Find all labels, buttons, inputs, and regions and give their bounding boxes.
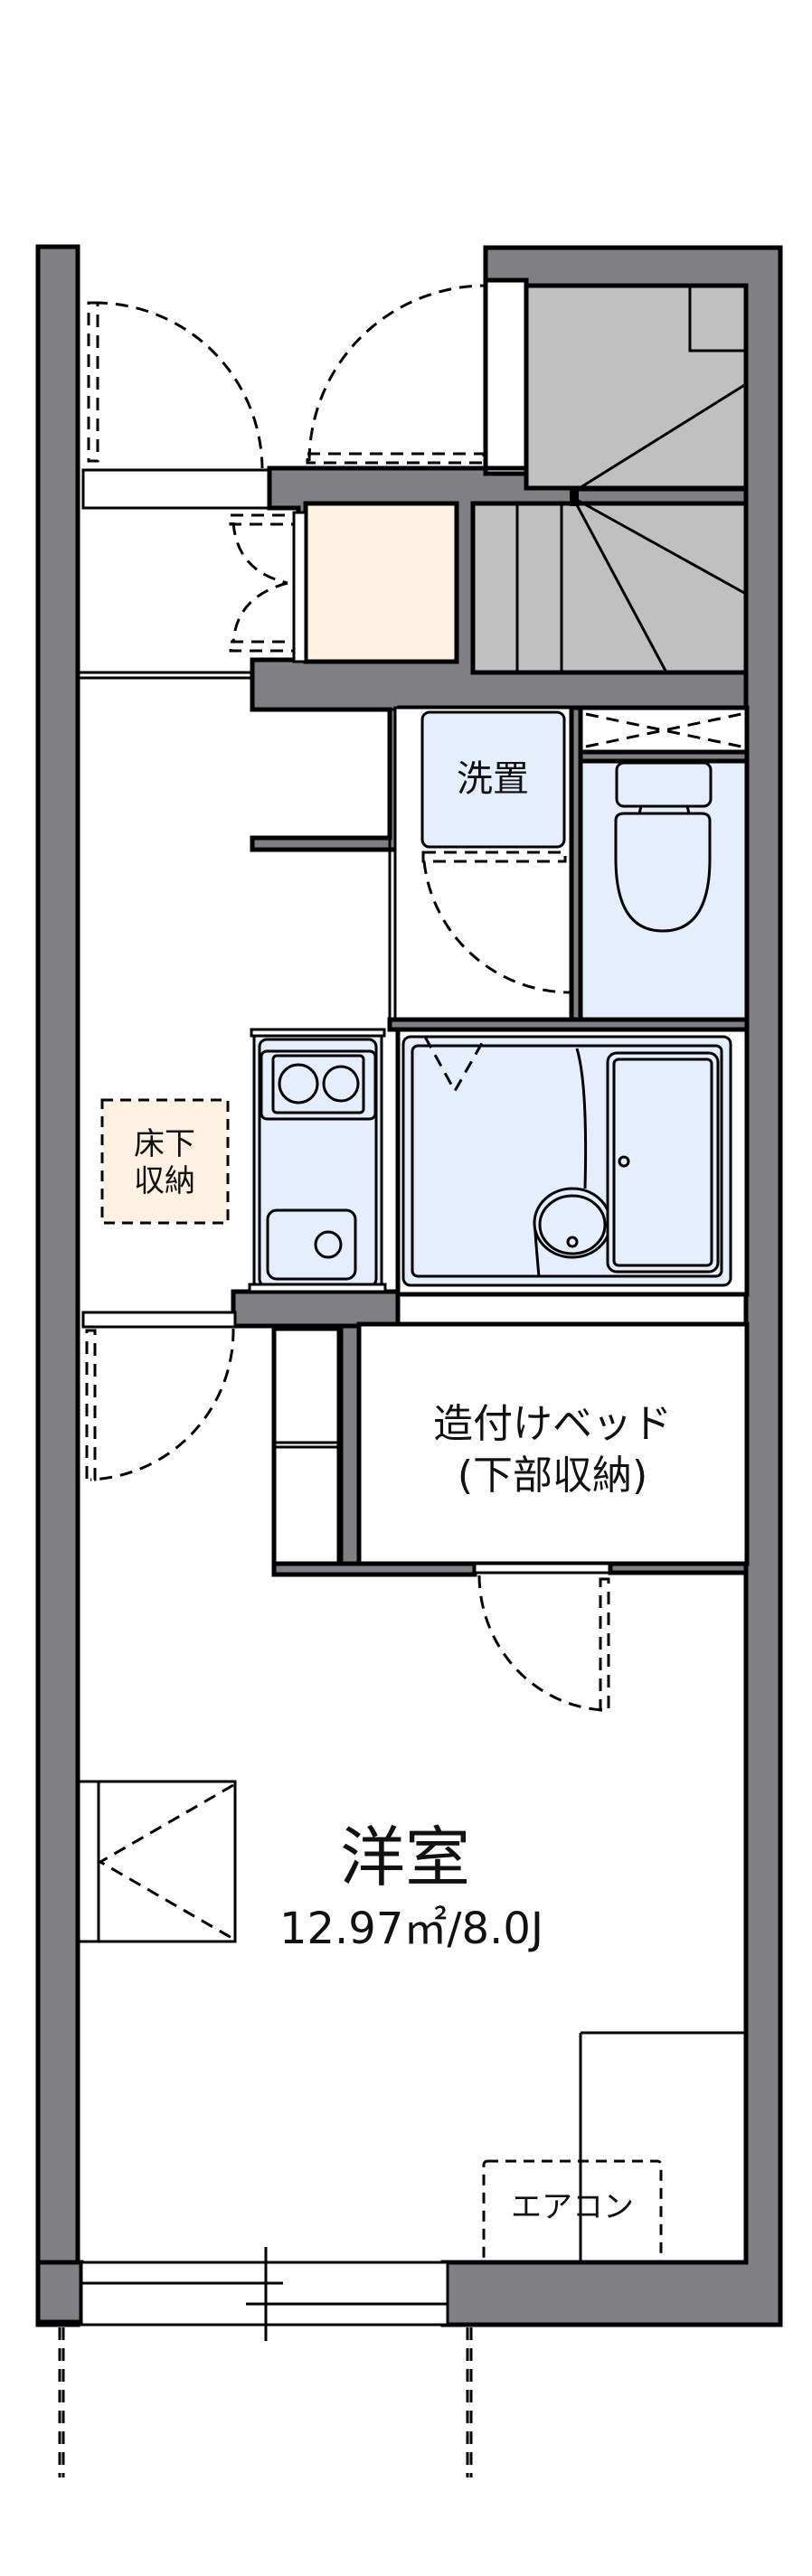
stair-door-frame xyxy=(483,277,529,471)
washroom-door-leaf xyxy=(421,851,567,863)
stair-door-leaf xyxy=(306,452,486,465)
pipe-shaft-cross xyxy=(585,712,742,748)
wardrobe xyxy=(76,1780,237,1943)
stove-burner xyxy=(278,1063,319,1105)
kitchen-counter-base xyxy=(248,1283,387,1293)
washer-space xyxy=(420,710,566,849)
stair-landing-block xyxy=(688,284,748,353)
bed-storage-opening xyxy=(473,1562,612,1575)
stair-upper-flight xyxy=(524,283,749,491)
pipe-shaft-cross xyxy=(585,712,742,748)
underfloor-storage xyxy=(100,1098,230,1225)
stair-tread xyxy=(574,497,747,596)
washer-space-label: 洗置 xyxy=(457,758,529,800)
air-conditioner-label: エアコン xyxy=(511,2189,634,2225)
toilet-hinge xyxy=(685,805,691,814)
air-conditioner xyxy=(482,2159,663,2264)
built-in-bed-label: 造付けベッド xyxy=(433,1401,672,1447)
bed-storage-door-swing[interactable] xyxy=(477,1575,605,1712)
toilet-hinge xyxy=(637,805,643,814)
entrance-door-leaf xyxy=(87,301,99,463)
left-outer-wall xyxy=(35,244,80,2327)
western-room-name: 洋室 xyxy=(340,1819,470,1895)
kitchen-sink xyxy=(266,1208,357,1281)
entrance-door-swing[interactable] xyxy=(94,301,264,469)
sink-drain xyxy=(314,1230,343,1259)
toilet-bowl xyxy=(614,812,712,933)
pipe-shaft xyxy=(578,705,750,755)
stair-lower-flight xyxy=(470,501,749,675)
bath-wash-area-line xyxy=(575,1048,588,1189)
room-door-swing[interactable] xyxy=(90,1328,235,1481)
underfloor-storage-label: 収納 xyxy=(134,1163,195,1199)
bathtub-drain xyxy=(618,1155,630,1168)
underfloor-storage-label: 床下 xyxy=(134,1126,195,1162)
wall-shelf-bed xyxy=(338,1323,362,1566)
room-door-frame xyxy=(81,1311,237,1329)
shoe-closet-frame xyxy=(292,511,307,663)
stair-tread xyxy=(573,501,668,673)
closet-door-swing-bottom[interactable] xyxy=(231,581,288,643)
washroom-door-swing[interactable] xyxy=(422,860,572,994)
bath-basin-drain xyxy=(566,1236,579,1248)
stove-burner xyxy=(322,1065,360,1103)
closet-door-leaf-top xyxy=(229,513,296,526)
stair-door-swing[interactable] xyxy=(307,284,486,462)
built-in-bed-sublabel: (下部収納) xyxy=(458,1453,647,1499)
bath-basin-inner xyxy=(538,1194,607,1255)
bathtub-inner xyxy=(612,1058,713,1267)
bottom-left-wall xyxy=(35,2260,84,2325)
kitchen-wall-base xyxy=(231,1289,401,1329)
western-room-area: 12.97㎡/8.0J xyxy=(279,1904,543,1954)
room-door-leaf xyxy=(85,1329,97,1481)
shoe-closet xyxy=(303,501,459,664)
closet-door-leaf-bottom xyxy=(229,640,296,653)
closet-door-swing-top[interactable] xyxy=(231,522,288,585)
bed-storage-door-leaf xyxy=(599,1577,610,1712)
entrance-threshold xyxy=(81,468,271,510)
wall-right-of-bed-opening xyxy=(608,1561,749,1575)
stair-pivot xyxy=(570,488,579,506)
wardrobe-door-swing[interactable] xyxy=(98,1783,234,1941)
stair-tread xyxy=(574,382,747,493)
toilet-tank xyxy=(615,761,713,808)
built-in-bed xyxy=(356,1321,750,1566)
